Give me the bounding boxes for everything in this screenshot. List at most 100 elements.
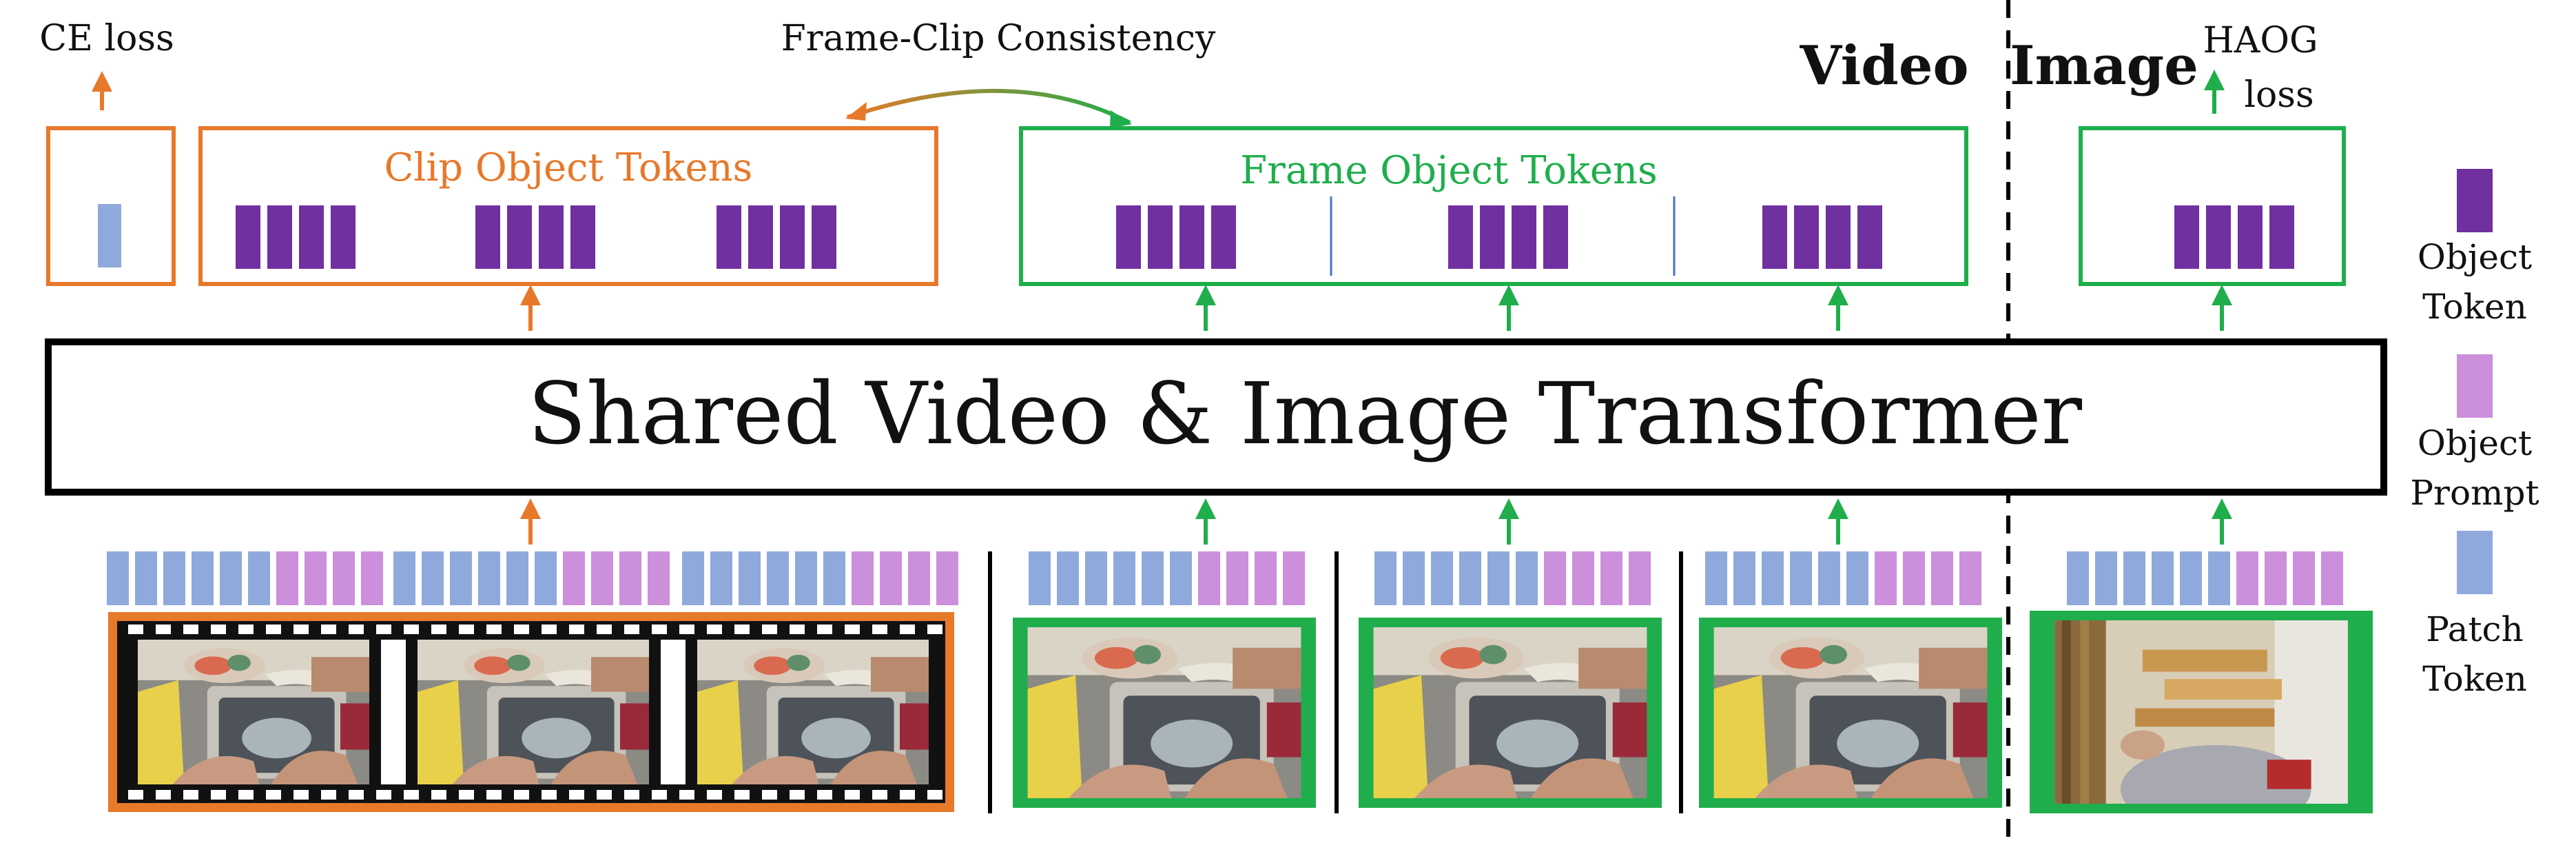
clip-frame-1 bbox=[138, 640, 369, 784]
object-prompt-token bbox=[1903, 551, 1925, 605]
object-token bbox=[1512, 205, 1536, 269]
patch-token bbox=[1459, 551, 1481, 605]
clip-object-tokens-box bbox=[198, 126, 938, 286]
object-prompt-token bbox=[1629, 551, 1651, 605]
object-token bbox=[1480, 205, 1505, 269]
film-hole bbox=[431, 624, 446, 634]
object-prompt-token bbox=[1600, 551, 1622, 605]
film-hole bbox=[376, 790, 391, 800]
patch-token bbox=[2180, 551, 2202, 605]
patch-token bbox=[823, 551, 845, 605]
transformer-input-arrows bbox=[520, 498, 2232, 545]
patch-token bbox=[1170, 551, 1192, 605]
film-hole bbox=[927, 624, 942, 634]
film-hole bbox=[128, 790, 143, 800]
consistency-arrow-right bbox=[1110, 110, 1132, 128]
image-object-token-group bbox=[2174, 205, 2294, 269]
object-prompt-token bbox=[1875, 551, 1897, 605]
object-token bbox=[1448, 205, 1473, 269]
film-hole bbox=[817, 624, 832, 634]
patch-token bbox=[1029, 551, 1051, 605]
patch-token bbox=[2208, 551, 2230, 605]
film-hole bbox=[293, 624, 309, 634]
film-hole bbox=[266, 624, 281, 634]
object-token bbox=[1116, 205, 1141, 269]
clip-frame-3 bbox=[697, 640, 929, 784]
object-token bbox=[2269, 205, 2294, 269]
film-hole bbox=[211, 790, 226, 800]
film-hole bbox=[597, 790, 612, 800]
patch-token bbox=[2123, 551, 2145, 605]
frame-2-image bbox=[1373, 627, 1647, 798]
object-prompt-token bbox=[2236, 551, 2258, 605]
object-prompt-token bbox=[880, 551, 902, 605]
film-hole bbox=[762, 790, 777, 800]
patch-token bbox=[739, 551, 761, 605]
object-token bbox=[539, 205, 564, 269]
object-token bbox=[812, 205, 836, 269]
film-hole bbox=[459, 790, 474, 800]
object-token bbox=[1762, 205, 1787, 269]
film-hole bbox=[431, 790, 446, 800]
film-strip-perforations bbox=[128, 624, 942, 800]
object-prompt-token bbox=[1959, 551, 1981, 605]
frame-object-token-groups bbox=[1116, 205, 1882, 269]
patch-token bbox=[767, 551, 789, 605]
object-prompt-token bbox=[1283, 551, 1305, 605]
patch-token bbox=[220, 551, 242, 605]
legend-patch-token-swatch bbox=[2457, 531, 2493, 594]
frame-1-image bbox=[1027, 627, 1301, 798]
legend-object-prompt-line2: Prompt bbox=[2410, 473, 2539, 513]
patch-token bbox=[450, 551, 472, 605]
patch-token bbox=[506, 551, 528, 605]
legend-patch-token-line1: Patch bbox=[2426, 609, 2524, 649]
cls-token bbox=[98, 204, 121, 267]
object-prompt-token bbox=[908, 551, 930, 605]
patch-token bbox=[1846, 551, 1868, 605]
film-hole bbox=[817, 790, 832, 800]
film-hole bbox=[293, 790, 309, 800]
object-prompt-token bbox=[619, 551, 641, 605]
film-hole bbox=[652, 624, 667, 634]
film-hole bbox=[128, 624, 143, 634]
film-hole bbox=[900, 624, 915, 634]
frame-3-image bbox=[1713, 627, 1988, 798]
film-hole bbox=[542, 790, 557, 800]
patch-token bbox=[1487, 551, 1509, 605]
film-hole bbox=[845, 790, 860, 800]
object-prompt-token bbox=[305, 551, 327, 605]
legend-patch-token-line2: Token bbox=[2422, 659, 2527, 699]
object-token bbox=[2238, 205, 2263, 269]
object-prompt-token bbox=[936, 551, 958, 605]
object-token bbox=[2174, 205, 2199, 269]
object-token bbox=[717, 205, 741, 269]
legend-object-token-swatch bbox=[2457, 169, 2493, 232]
film-hole bbox=[569, 790, 584, 800]
film-hole bbox=[734, 624, 750, 634]
film-hole bbox=[404, 624, 419, 634]
film-hole bbox=[156, 790, 171, 800]
patch-token bbox=[135, 551, 157, 605]
patch-token bbox=[795, 551, 817, 605]
consistency-label: Frame-Clip Consistency bbox=[781, 18, 1216, 59]
object-prompt-token bbox=[1198, 551, 1220, 605]
patch-token bbox=[710, 551, 732, 605]
haog-label-line2: loss bbox=[2244, 74, 2314, 116]
object-prompt-token bbox=[2265, 551, 2287, 605]
image-sample bbox=[2054, 620, 2348, 804]
object-token bbox=[236, 205, 260, 269]
film-hole bbox=[514, 624, 529, 634]
legend: Object Token Object Prompt Patch Token bbox=[2410, 169, 2539, 699]
film-hole bbox=[624, 790, 639, 800]
film-hole bbox=[927, 790, 942, 800]
film-hole bbox=[321, 624, 336, 634]
image-object-tokens-box bbox=[2079, 126, 2346, 286]
cls-token-box bbox=[46, 126, 176, 286]
clip-frame-2 bbox=[418, 640, 649, 784]
object-prompt-token bbox=[563, 551, 585, 605]
patch-token bbox=[1733, 551, 1755, 605]
object-prompt-token bbox=[1255, 551, 1277, 605]
clip-object-token-groups bbox=[236, 205, 836, 269]
film-hole bbox=[679, 624, 694, 634]
